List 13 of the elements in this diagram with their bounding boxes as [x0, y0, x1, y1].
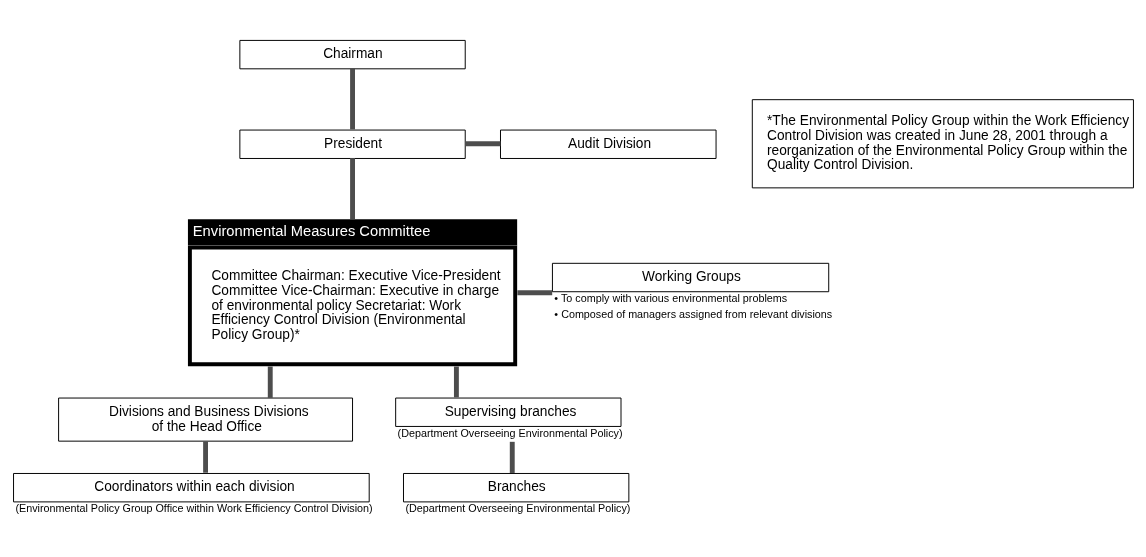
connector	[453, 366, 459, 398]
connector	[465, 141, 501, 147]
connector	[267, 366, 273, 398]
node-label: • Composed of managers assigned from relevant divisions	[554, 307, 833, 320]
connector	[509, 441, 515, 473]
connector	[517, 290, 553, 296]
connector	[350, 68, 355, 130]
node-label: • To comply with various environmental problems	[554, 292, 788, 305]
node-label: (Department Overseeing Environmental Policy)	[397, 427, 623, 440]
node-label: (Department Overseeing Environmental Policy)	[405, 502, 631, 515]
connector	[350, 158, 355, 220]
connector	[203, 441, 209, 473]
node-label: (Environmental Policy Group Office within Work Efficiency Control Division)	[15, 502, 373, 515]
